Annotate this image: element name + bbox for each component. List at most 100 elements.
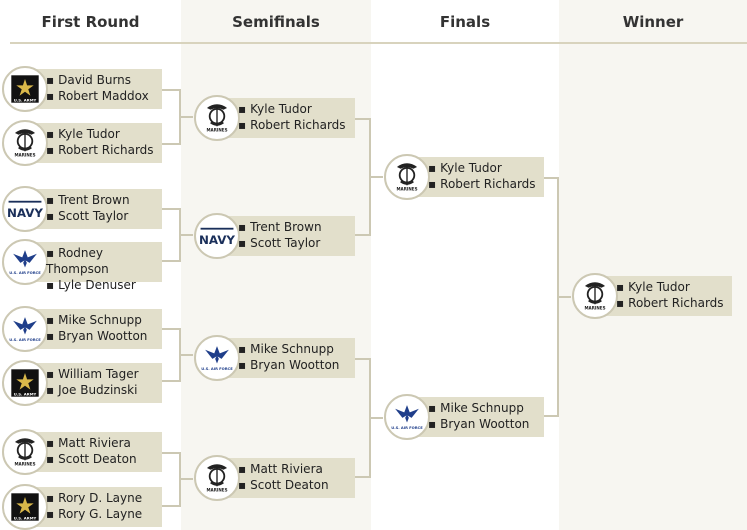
connector-r1-m3 bbox=[161, 328, 181, 382]
player-name: Scott Deaton bbox=[238, 477, 328, 493]
team-names: Trent BrownScott Taylor bbox=[46, 192, 130, 224]
team-names: Trent BrownScott Taylor bbox=[238, 219, 322, 251]
player-name: Joe Budzinski bbox=[46, 382, 139, 398]
branch-label: NAVY bbox=[7, 206, 43, 220]
branch-label: MARINES bbox=[14, 153, 35, 158]
connector-r1-m4-out bbox=[181, 478, 193, 480]
player-name: Rory G. Layne bbox=[46, 506, 142, 522]
connector-r1-m2 bbox=[161, 208, 181, 262]
branch-label: U.S. AIR FORCE bbox=[9, 271, 41, 275]
player-name: Trent Brown bbox=[238, 219, 321, 235]
airforce-logo-icon: U.S. AIR FORCE bbox=[384, 394, 430, 440]
connector-sf-m2-out bbox=[371, 417, 383, 419]
marines-logo-icon: MARINES bbox=[572, 273, 618, 319]
branch-label: U.S. ARMY bbox=[14, 515, 37, 520]
bracket-entry-semifinals-1: MARINES Kyle TudorRobert Richards bbox=[194, 95, 355, 141]
player-name: Scott Taylor bbox=[46, 208, 130, 224]
team-names: Rodney ThompsonLyle Denuser bbox=[46, 245, 162, 293]
branch-label: MARINES bbox=[396, 187, 417, 192]
team-names: David BurnsRobert Maddox bbox=[46, 72, 149, 104]
connector-r1-m3-out bbox=[181, 354, 193, 356]
connector-final-out bbox=[559, 296, 571, 298]
bracket-entry-first-round-6: U.S. ARMY William TagerJoe Budzinski bbox=[2, 360, 162, 406]
player-name: Robert Richards bbox=[238, 117, 345, 133]
branch-label: MARINES bbox=[14, 462, 35, 467]
team-names: Rory D. LayneRory G. Layne bbox=[46, 490, 142, 522]
player-name: Trent Brown bbox=[46, 192, 129, 208]
column-bg-winner bbox=[559, 0, 747, 530]
team-names: William TagerJoe Budzinski bbox=[46, 366, 139, 398]
player-name: Robert Richards bbox=[616, 295, 723, 311]
team-names: Mike SchnuppBryan Wootton bbox=[46, 312, 147, 344]
branch-label: NAVY bbox=[199, 233, 235, 247]
player-name: Matt Riviera bbox=[238, 461, 329, 477]
player-name: Kyle Tudor bbox=[428, 160, 536, 176]
player-name: Bryan Wootton bbox=[46, 328, 147, 344]
connector-sf-m1 bbox=[354, 118, 371, 236]
header-semifinals: Semifinals bbox=[232, 13, 320, 31]
player-name: Kyle Tudor bbox=[238, 101, 346, 117]
connector-sf-m2 bbox=[354, 358, 371, 478]
army-logo-icon: U.S. ARMY bbox=[2, 66, 48, 112]
player-name: Bryan Wootton bbox=[238, 357, 339, 373]
bracket-entry-first-round-8: U.S. ARMY Rory D. LayneRory G. Layne bbox=[2, 484, 162, 530]
player-name: Lyle Denuser bbox=[46, 277, 162, 293]
column-bg-finals bbox=[371, 0, 559, 530]
bracket-entry-first-round-3: NAVYTrent BrownScott Taylor bbox=[2, 186, 162, 232]
player-name: Mike Schnupp bbox=[238, 341, 339, 357]
player-name: Scott Deaton bbox=[46, 451, 136, 467]
connector-final bbox=[543, 177, 559, 417]
marines-logo-icon: MARINES bbox=[2, 120, 48, 166]
header-first-round: First Round bbox=[41, 13, 140, 31]
player-name: Robert Richards bbox=[46, 142, 153, 158]
branch-label: U.S. ARMY bbox=[14, 97, 37, 102]
airforce-logo-icon: U.S. AIR FORCE bbox=[2, 306, 48, 352]
marines-logo-icon: MARINES bbox=[384, 154, 430, 200]
team-names: Matt RivieraScott Deaton bbox=[238, 461, 329, 493]
bracket-entry-finals-2: U.S. AIR FORCE Mike SchnuppBryan Wootton bbox=[384, 394, 544, 440]
header-divider bbox=[10, 42, 747, 44]
marines-logo-icon: MARINES bbox=[2, 429, 48, 475]
team-names: Kyle TudorRobert Richards bbox=[46, 126, 154, 158]
team-names: Matt RivieraScott Deaton bbox=[46, 435, 136, 467]
team-names: Kyle TudorRobert Richards bbox=[428, 160, 536, 192]
player-name: Rory D. Layne bbox=[46, 490, 142, 506]
branch-label: U.S. ARMY bbox=[14, 391, 37, 396]
branch-label: MARINES bbox=[206, 128, 227, 133]
branch-label: U.S. AIR FORCE bbox=[391, 426, 423, 430]
airforce-logo-icon: U.S. AIR FORCE bbox=[2, 239, 48, 285]
connector-r1-m2-out bbox=[181, 234, 193, 236]
branch-label: U.S. AIR FORCE bbox=[9, 338, 41, 342]
player-name: Mike Schnupp bbox=[428, 400, 529, 416]
bracket-entry-semifinals-3: U.S. AIR FORCEMike SchnuppBryan Wootton bbox=[194, 335, 355, 381]
player-name: William Tager bbox=[46, 366, 138, 382]
bracket-entry-semifinals-4: MARINES Matt RivieraScott Deaton bbox=[194, 455, 355, 501]
player-name: Scott Taylor bbox=[238, 235, 322, 251]
team-names: Kyle TudorRobert Richards bbox=[238, 101, 346, 133]
player-name: Rodney Thompson bbox=[46, 245, 162, 277]
bracket-entry-first-round-4: U.S. AIR FORCE Rodney ThompsonLyle Denuse… bbox=[2, 239, 162, 292]
team-names: Mike SchnuppBryan Wootton bbox=[428, 400, 529, 432]
army-logo-icon: U.S. ARMY bbox=[2, 484, 48, 530]
navy-logo-icon: NAVY bbox=[194, 213, 240, 259]
bracket-entry-semifinals-2: NAVYTrent BrownScott Taylor bbox=[194, 213, 355, 259]
connector-r1-m1-out bbox=[181, 116, 193, 118]
connector-r1-m4 bbox=[161, 452, 181, 507]
airforce-logo-icon: U.S. AIR FORCE bbox=[194, 335, 240, 381]
team-names: Mike SchnuppBryan Wootton bbox=[238, 341, 339, 373]
header-finals: Finals bbox=[439, 13, 491, 31]
connector-r1-m1 bbox=[161, 89, 181, 145]
bracket-entry-first-round-1: U.S. ARMY David BurnsRobert Maddox bbox=[2, 66, 162, 112]
army-logo-icon: U.S. ARMY bbox=[2, 360, 48, 406]
branch-label: MARINES bbox=[584, 306, 605, 311]
branch-label: MARINES bbox=[206, 488, 227, 493]
bracket-entry-winner-1: MARINES Kyle TudorRobert Richards bbox=[572, 273, 732, 319]
player-name: Robert Richards bbox=[428, 176, 535, 192]
player-name: Kyle Tudor bbox=[46, 126, 154, 142]
player-name: Bryan Wootton bbox=[428, 416, 529, 432]
player-name: Robert Maddox bbox=[46, 88, 149, 104]
header-winner: Winner bbox=[622, 13, 684, 31]
player-name: Kyle Tudor bbox=[616, 279, 724, 295]
bracket-entry-finals-1: MARINES Kyle TudorRobert Richards bbox=[384, 154, 544, 200]
player-name: David Burns bbox=[46, 72, 149, 88]
